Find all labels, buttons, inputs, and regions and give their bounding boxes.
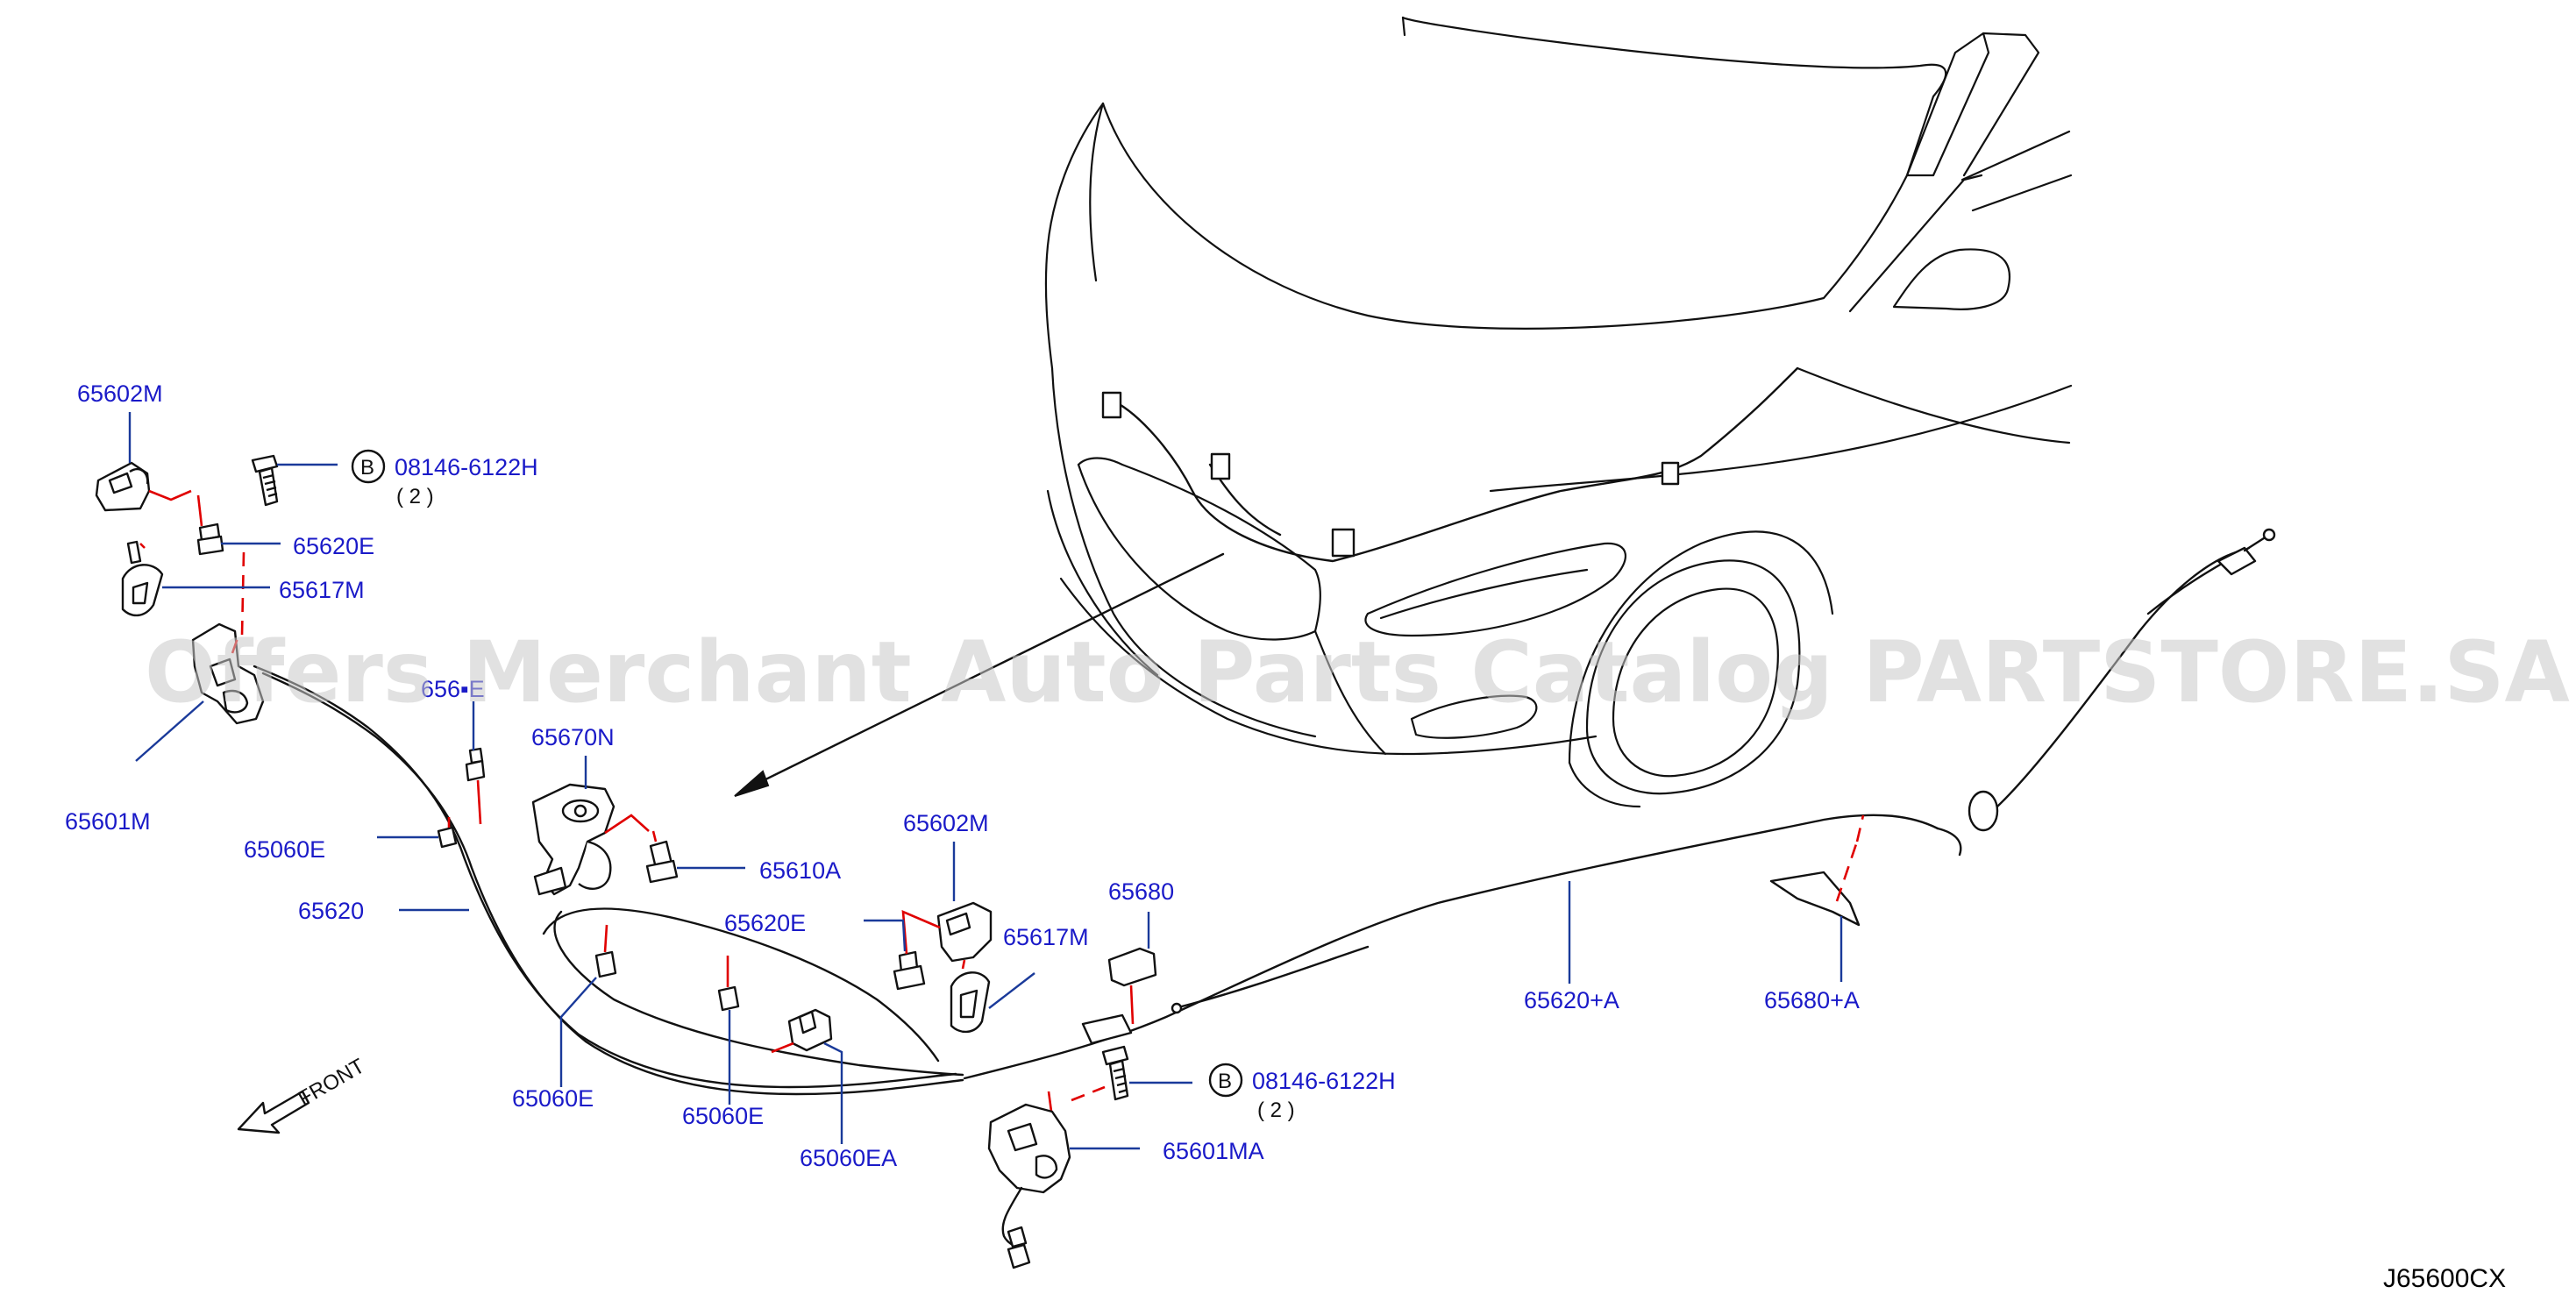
bolt-symbol-low: B — [1218, 1070, 1232, 1093]
bolt-65610a-icon — [645, 840, 679, 884]
car-clip-1-icon — [1101, 391, 1122, 419]
bracket-65602m-mid-icon — [936, 901, 993, 963]
bolt-b-low-icon — [1208, 1063, 1243, 1098]
clip-65060e-left-icon — [437, 826, 458, 849]
pad-65680a-icon — [1769, 871, 1861, 927]
label-65060e-low2[interactable]: 65060E — [682, 1103, 764, 1129]
cable-end-icon — [1171, 1002, 1183, 1014]
cable-hook-icon — [2262, 528, 2276, 542]
pin-icon — [126, 540, 142, 565]
bolt-08146-top-icon — [251, 454, 279, 507]
label-65060e-low1[interactable]: 65060E — [512, 1085, 594, 1112]
label-65610a[interactable]: 65610A — [759, 857, 841, 884]
pad-65680-icon — [1107, 947, 1157, 987]
label-65620a[interactable]: 65620+A — [1524, 987, 1619, 1013]
part-labels: 65602M B 08146-6122H ( 2 ) 65620E 65617M… — [65, 380, 1860, 1171]
label-65620e-top[interactable]: 65620E — [293, 533, 374, 559]
bolt-65620e-top-icon — [196, 523, 224, 556]
label-65617m-mid[interactable]: 65617M — [1003, 924, 1089, 950]
lever-65617m-top-icon — [121, 564, 164, 617]
clip-65060e-low2-icon — [717, 985, 740, 1012]
label-65680[interactable]: 65680 — [1108, 878, 1174, 905]
cable-connector-icon — [1081, 1013, 1133, 1045]
label-65617m-top[interactable]: 65617M — [279, 577, 365, 603]
label-65680a[interactable]: 65680+A — [1764, 987, 1860, 1013]
latch-65601ma-icon — [987, 1103, 1071, 1194]
front-label: FRONT — [295, 1054, 369, 1111]
label-656xe-partial[interactable]: 656▪E — [421, 676, 485, 702]
watermark-text: Offers Merchant Auto Parts Catalog PARTS… — [145, 623, 2570, 722]
connector-icon — [1007, 1226, 1028, 1248]
bolt-symbol-top: B — [360, 456, 374, 480]
clip-65060e-low1-icon — [594, 950, 617, 978]
car-clip-3-icon — [1331, 528, 1356, 558]
leader-lines — [128, 412, 1843, 1150]
bolt-b-top-icon — [351, 449, 386, 484]
cable-handle-icon — [2217, 546, 2257, 576]
label-08146-low-qty: ( 2 ) — [1257, 1098, 1295, 1122]
label-65670n[interactable]: 65670N — [531, 724, 615, 750]
car-clip-2-icon — [1210, 452, 1231, 480]
label-08146-top-qty: ( 2 ) — [396, 485, 434, 508]
label-65601m[interactable]: 65601M — [65, 808, 151, 835]
car-clip-4-icon — [1661, 461, 1680, 486]
label-65060ea[interactable]: 65060EA — [800, 1145, 897, 1171]
lever-65617m-mid-icon — [950, 971, 991, 1034]
bolt-65620e-mid-icon — [893, 950, 926, 991]
label-65601ma[interactable]: 65601MA — [1163, 1138, 1264, 1164]
label-08146-low[interactable]: 08146-6122H — [1252, 1068, 1396, 1094]
clip-656xe-icon — [465, 759, 486, 782]
hood-lock-65670n-icon — [531, 783, 616, 896]
bolt-08146-low-icon — [1101, 1045, 1129, 1101]
label-65602m-top[interactable]: 65602M — [77, 380, 163, 407]
diagram-code: J65600CX — [2383, 1264, 2506, 1293]
label-65060e-left[interactable]: 65060E — [244, 836, 325, 863]
label-08146-top[interactable]: 08146-6122H — [395, 454, 538, 480]
front-direction-arrow — [237, 1090, 310, 1134]
connector-plug-icon — [1007, 1243, 1031, 1269]
car-outline — [734, 16, 2073, 808]
grommet-icon — [1968, 790, 1999, 832]
label-65602m-mid[interactable]: 65602M — [903, 810, 989, 836]
label-65620e-mid[interactable]: 65620E — [724, 910, 806, 936]
label-65620[interactable]: 65620 — [298, 898, 364, 924]
exploded-parts — [95, 454, 2276, 1269]
